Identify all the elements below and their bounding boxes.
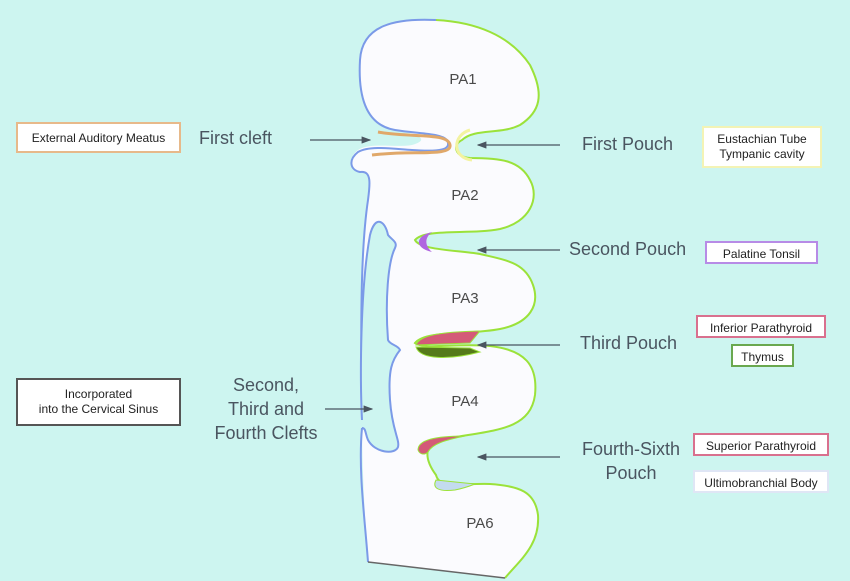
- cervical-line2: into the Cervical Sinus: [38, 402, 159, 416]
- arch-label-pa4: PA4: [451, 393, 478, 410]
- first-pouch-label: First Pouch: [582, 134, 674, 154]
- thymus-box: Thymus: [731, 344, 794, 367]
- endoderm-outline: [413, 19, 540, 579]
- first-pouch-lining: [455, 128, 473, 162]
- other-clefts-line1: Second,: [232, 375, 300, 395]
- fourth-sixth-pouch-label: Fourth-Sixth Pouch: [576, 437, 686, 485]
- second-pouch-label: Second Pouch: [569, 239, 687, 259]
- ultimobranchial-box: Ultimobranchial Body: [693, 470, 829, 493]
- first-cleft-lining: [371, 130, 452, 157]
- other-clefts-line3: Fourth Clefts: [214, 423, 318, 443]
- ectoderm-outline: [350, 18, 450, 563]
- inferior-parathyroid-tissue: [415, 330, 482, 346]
- inferior-parathyroid-box: Inferior Parathyroid: [696, 315, 826, 338]
- cervical-sinus-outline: [359, 220, 402, 453]
- arch-label-pa1: PA1: [449, 71, 476, 88]
- cervical-line1: Incorporated: [64, 387, 133, 401]
- eam-box: External Auditory Meatus: [16, 122, 181, 153]
- ultimobranchial-tissue: [434, 479, 476, 491]
- thymus-tissue: [415, 346, 482, 358]
- other-clefts-line2: Third and: [227, 399, 305, 419]
- cervical-sinus-box: Incorporated into the Cervical Sinus: [16, 378, 181, 426]
- first-cleft-label: First cleft: [199, 128, 273, 148]
- eustachian-line1: Eustachian Tube: [717, 132, 807, 146]
- eustachian-line2: Tympanic cavity: [719, 147, 805, 161]
- pa6-bottom-edge: [367, 561, 506, 579]
- fourth-pouch-line1: Fourth-Sixth: [581, 439, 681, 459]
- eustachian-box: Eustachian Tube Tympanic cavity: [702, 126, 822, 168]
- palatine-tonsil-box: Palatine Tonsil: [705, 241, 818, 264]
- fourth-pouch-line2: Pouch: [605, 463, 657, 483]
- superior-parathyroid-box: Superior Parathyroid: [693, 433, 829, 456]
- arch-label-pa2: PA2: [451, 187, 478, 204]
- palatine-tonsil-tissue: [418, 232, 432, 252]
- arch-label-pa6: PA6: [466, 515, 493, 532]
- other-clefts-label: Second, Third and Fourth Clefts: [210, 373, 322, 445]
- arch-label-pa3: PA3: [451, 290, 478, 307]
- third-pouch-label: Third Pouch: [580, 333, 678, 353]
- superior-parathyroid-tissue: [417, 435, 466, 455]
